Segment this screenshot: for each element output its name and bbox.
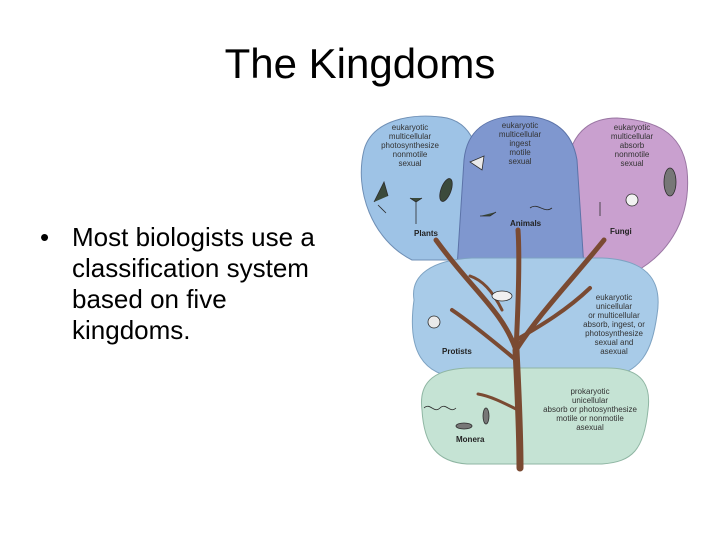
kingdom-label-monera: Monera [456, 435, 485, 444]
kingdom-labels: Plants Animals Fungi Protists Monera [414, 219, 632, 444]
trait-text: unicellular [596, 302, 632, 311]
morel-icon [663, 167, 677, 197]
trait-text: prokaryotic [570, 387, 609, 396]
bullet-line: kingdoms. [72, 315, 191, 345]
trait-text: sexual [398, 159, 421, 168]
trait-text: nonmotile [393, 150, 428, 159]
protists-traits: eukaryotic unicellular or multicellular … [583, 293, 645, 356]
trait-text: nonmotile [615, 150, 650, 159]
branch-protist-b [514, 286, 592, 342]
trait-text: eukaryotic [502, 121, 538, 130]
kingdom-label-plants: Plants [414, 229, 439, 238]
kingdom-label-protists: Protists [442, 347, 472, 356]
ant-icon [480, 211, 497, 217]
plants-traits: eukaryotic multicellular photosynthesize… [381, 123, 439, 168]
monera-traits: prokaryotic unicellular absorb or photos… [543, 387, 637, 432]
trait-text: or multicellular [588, 311, 640, 320]
amoeba-icon [427, 315, 441, 329]
fungi-lobe [561, 117, 689, 279]
moth-icon [469, 155, 485, 171]
kingdoms-svg: eukaryotic multicellular photosynthesize… [360, 115, 689, 472]
trait-text: photosynthesize [381, 141, 439, 150]
fungi-traits: eukaryotic multicellular absorb nonmotil… [611, 123, 654, 168]
trait-text: absorb, ingest, or [583, 320, 645, 329]
trait-text: sexual and [595, 338, 634, 347]
kingdom-label-fungi: Fungi [610, 227, 632, 236]
mushroom-icon [625, 193, 639, 207]
five-kingdoms-diagram: eukaryotic multicellular photosynthesize… [352, 110, 704, 476]
flower-icon [409, 197, 423, 224]
kingdom-label-animals: Animals [510, 219, 542, 228]
bullet-line: Most biologists use a [72, 222, 315, 252]
trait-text: photosynthesize [585, 329, 643, 338]
trait-text: motile or nonmotile [556, 414, 624, 423]
branch-protist-a [450, 308, 518, 362]
trait-text: eukaryotic [392, 123, 428, 132]
trait-text: multicellular [499, 130, 542, 139]
leaf-icon [439, 178, 453, 202]
bullet-item: • Most biologists use a classification s… [40, 222, 350, 346]
monera-lobe [420, 367, 650, 465]
trait-text: motile [509, 148, 531, 157]
animals-lobe [456, 115, 585, 269]
branch-protist-c [468, 274, 504, 312]
slide-title: The Kingdoms [224, 40, 496, 87]
bullet-dot-icon: • [40, 222, 50, 252]
trait-text: multicellular [389, 132, 432, 141]
branch-animals [513, 227, 522, 353]
animals-traits: eukaryotic multicellular ingest motile s… [499, 121, 542, 166]
trait-text: multicellular [611, 132, 654, 141]
trait-text: sexual [508, 157, 531, 166]
trait-text: absorb or photosynthesize [543, 405, 637, 414]
fern-icon [373, 180, 389, 214]
paramecium-icon [491, 290, 513, 302]
trait-text: unicellular [572, 396, 608, 405]
trait-text: eukaryotic [596, 293, 632, 302]
bacillus-icon [455, 422, 473, 430]
bullet-line: classification system [72, 253, 309, 283]
branch-monera [476, 392, 520, 412]
branch-plants [433, 237, 519, 353]
worm-icon [529, 205, 553, 211]
trait-text: eukaryotic [614, 123, 650, 132]
bacterium-icon [423, 405, 457, 411]
phylogenetic-tree [433, 227, 607, 472]
bullet-line: based on five [72, 284, 227, 314]
trait-text: asexual [600, 347, 628, 356]
trait-text: absorb [620, 141, 645, 150]
trait-text: ingest [509, 139, 531, 148]
trait-text: sexual [620, 159, 643, 168]
organism-icons [373, 155, 677, 430]
bacillus-icon [482, 407, 490, 425]
bullet-list: • Most biologists use a classification s… [40, 222, 350, 346]
trait-text: asexual [576, 423, 604, 432]
